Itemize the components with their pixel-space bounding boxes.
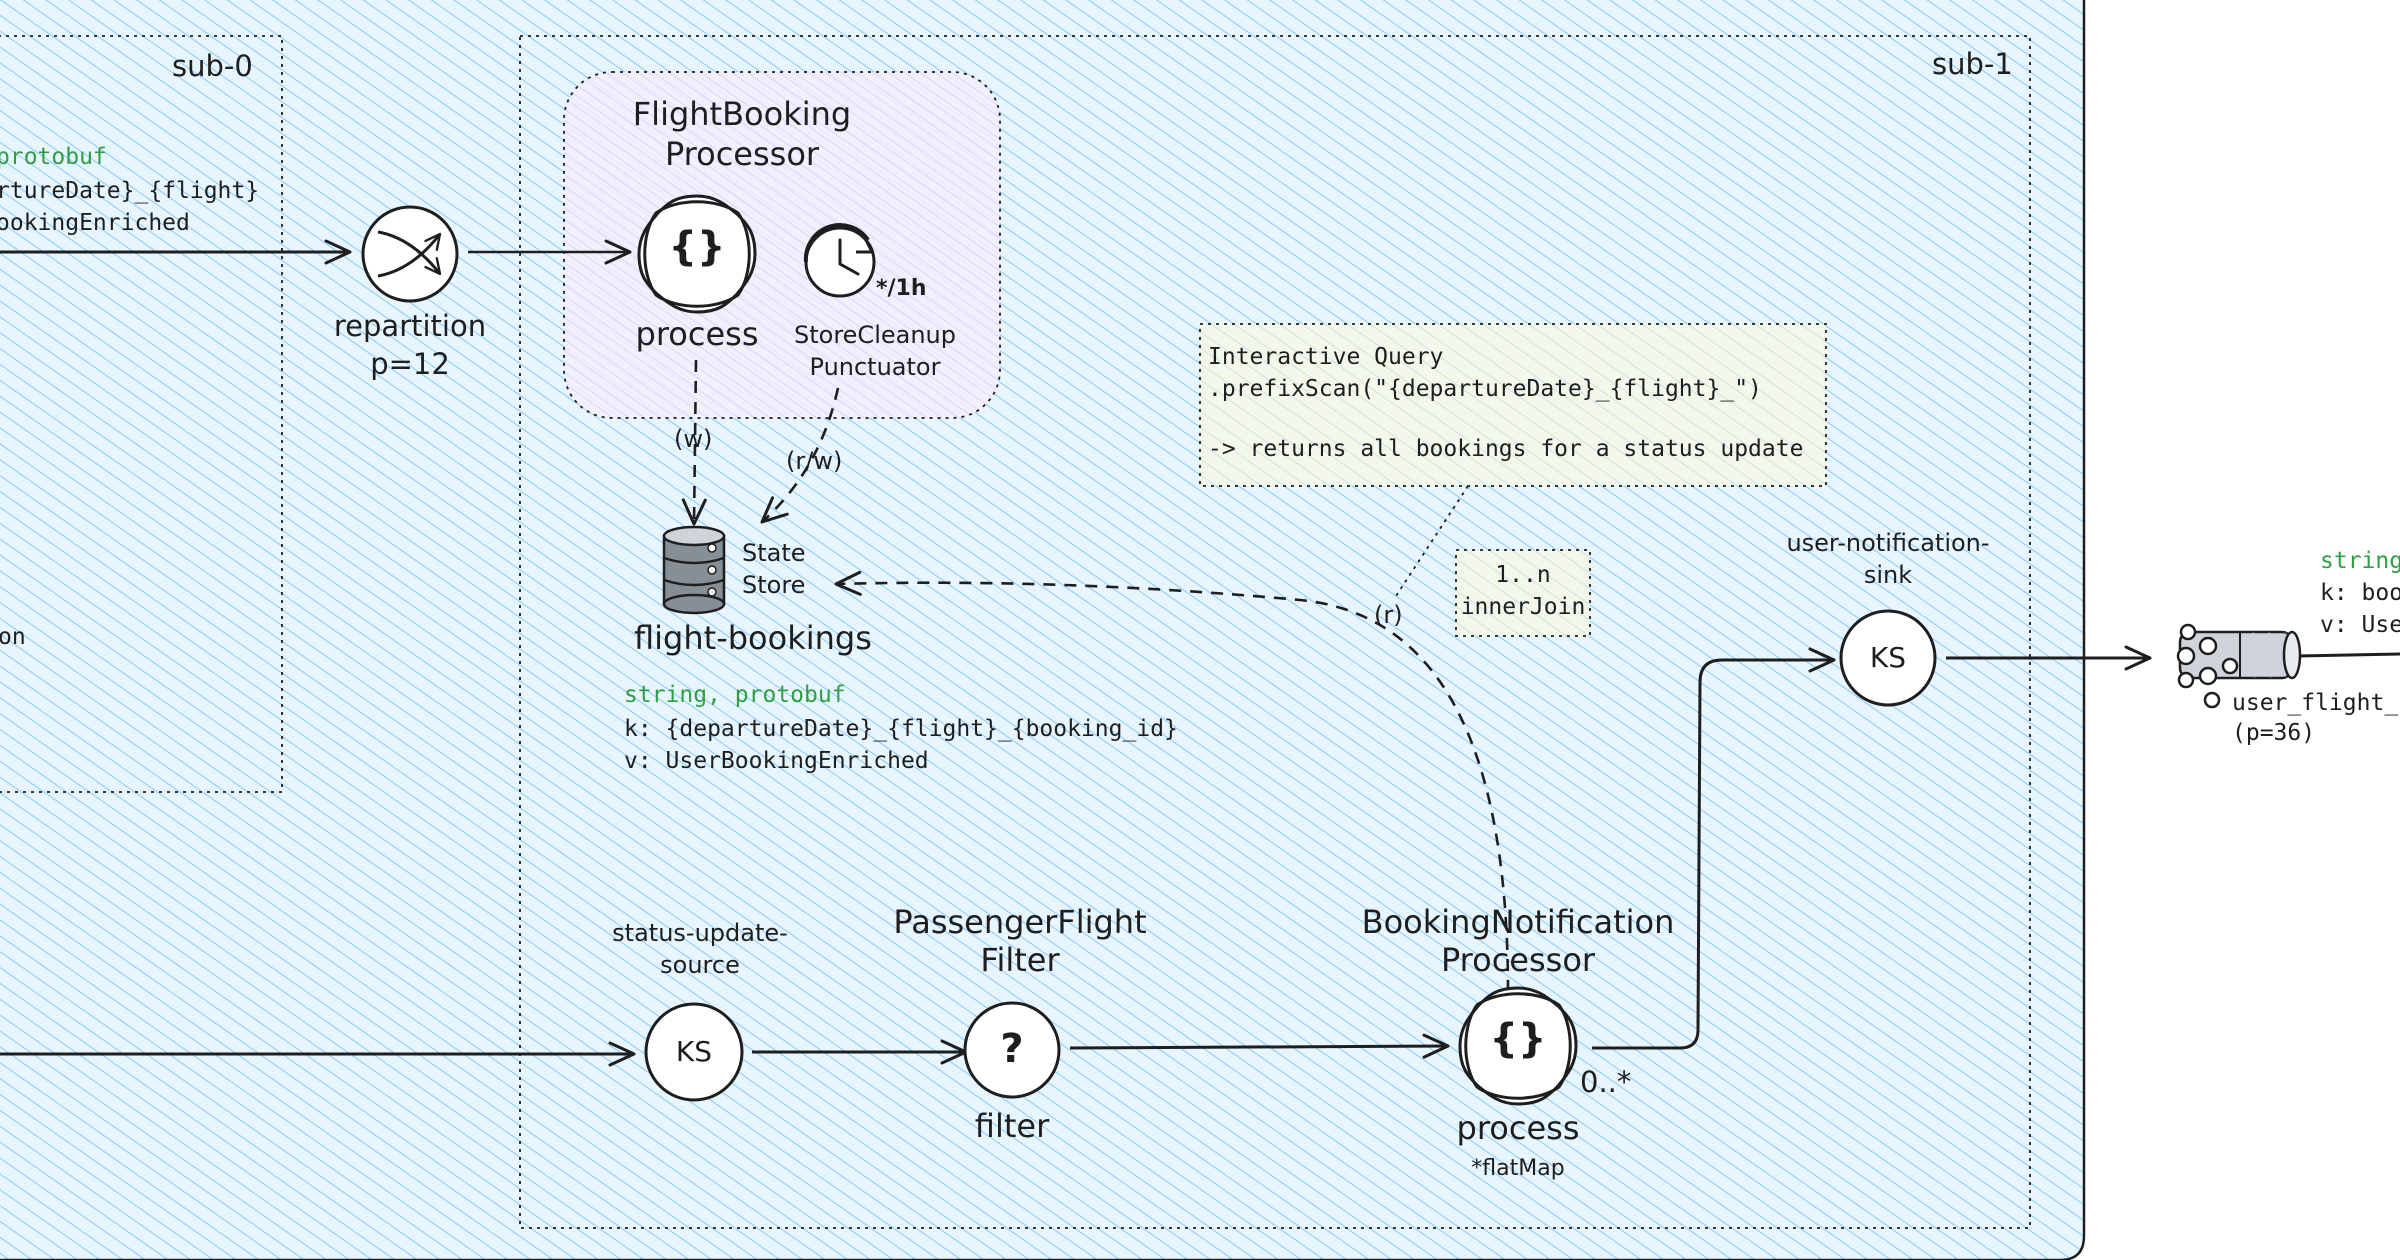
interactive-query-note [1200, 324, 1826, 486]
sub0-label: sub-0 [172, 49, 253, 83]
edge-filter-notification [1069, 1033, 1450, 1059]
join-note-line1: 1..n [1495, 562, 1551, 588]
read-edge-label: (r) [1374, 601, 1403, 629]
processor-title-line2: Processor [664, 135, 820, 173]
filter-node [963, 1001, 1061, 1099]
processor-title-line1: FlightBooking [632, 95, 852, 133]
shuffle-icon [377, 230, 442, 278]
join-note [1456, 550, 1590, 636]
output-topic-key: k: boo [2320, 580, 2400, 606]
join-note-line2: innerJoin [1460, 594, 1586, 620]
filter-title-line1: PassengerFlight [893, 903, 1147, 941]
punctuator-label-line2: Punctuator [809, 353, 941, 381]
query-connector [1395, 485, 1469, 597]
sub1-label: sub-1 [1932, 47, 2013, 81]
source-label-line2: source [660, 951, 740, 979]
source-label-line1: status-update- [612, 919, 788, 947]
clock-icon [803, 223, 876, 298]
notification-process-label: process [1456, 1109, 1580, 1147]
user-notification-sink-node [1839, 609, 1937, 707]
sub0-format: protobuf [0, 144, 107, 170]
state-store-value: v: UserBookingEnriched [624, 748, 929, 774]
sink-ks-icon: KS [1869, 641, 1907, 674]
notification-cardinality: 0..* [1580, 1065, 1632, 1099]
kafka-topic-icon [2176, 623, 2302, 709]
edge-notification-store [834, 570, 1510, 993]
edge-topic-out [2297, 652, 2400, 658]
notification-title-line2: Processor [1440, 941, 1596, 979]
state-store-type-line2: Store [742, 571, 806, 599]
curly-braces-icon: {} [668, 224, 726, 270]
punctuator-schedule: */1h [876, 276, 927, 301]
query-note-line3: -> returns all bookings for a status upd… [1208, 436, 1804, 462]
repartition-label: repartition [333, 309, 487, 343]
sink-label-line2: sink [1863, 561, 1913, 589]
filter-title-line2: Filter [980, 941, 1060, 979]
output-topic-format: string [2320, 548, 2400, 574]
read-write-edge-label: (r/w) [786, 447, 843, 475]
status-update-source-node [644, 1002, 744, 1102]
curly-braces-icon-2: {} [1489, 1016, 1547, 1062]
edge-process-store [681, 359, 707, 526]
repartition-param: p=12 [370, 347, 450, 381]
output-topic-value: v: Use [2320, 612, 2400, 638]
sink-label-line1: user-notification- [1786, 529, 1990, 557]
state-store-key: k: {departureDate}_{flight}_{booking_id} [624, 716, 1178, 742]
state-store-type-line1: State [742, 539, 806, 567]
repartition-node[interactable] [361, 205, 459, 303]
query-note-line1: Interactive Query [1208, 344, 1444, 370]
edge-notification-sink [1592, 647, 1836, 1050]
write-edge-label: (w) [674, 425, 713, 453]
output-topic-partitions: (p=36) [2232, 720, 2316, 746]
source-ks-icon: KS [675, 1035, 713, 1068]
sub0-partial-text: on [0, 624, 26, 650]
sub0-boundary [0, 35, 283, 793]
app-region-hatch [0, 0, 2084, 1260]
notification-title-line1: BookingNotification [1361, 903, 1675, 941]
sub0-value: ookingEnriched [0, 210, 190, 236]
output-topic-name: user_flight_b [2232, 690, 2400, 716]
state-store-format: string, protobuf [624, 682, 846, 708]
question-mark-icon: ? [1000, 1026, 1024, 1072]
notification-sub-label: *flatMap [1471, 1156, 1565, 1181]
sub0-key: rtureDate}_{flight} [0, 178, 260, 204]
punctuator-label-line1: StoreCleanup [794, 321, 956, 349]
query-note-line2: .prefixScan("{departureDate}_{flight}_") [1208, 376, 1762, 402]
filter-label: filter [974, 1107, 1050, 1145]
flight-booking-process-node[interactable] [637, 194, 757, 314]
booking-notification-process-node [1458, 986, 1578, 1106]
database-icon [662, 525, 726, 615]
sub1-boundary [519, 35, 2031, 1229]
process-label: process [635, 315, 759, 353]
state-store-name: flight-bookings [634, 619, 872, 657]
